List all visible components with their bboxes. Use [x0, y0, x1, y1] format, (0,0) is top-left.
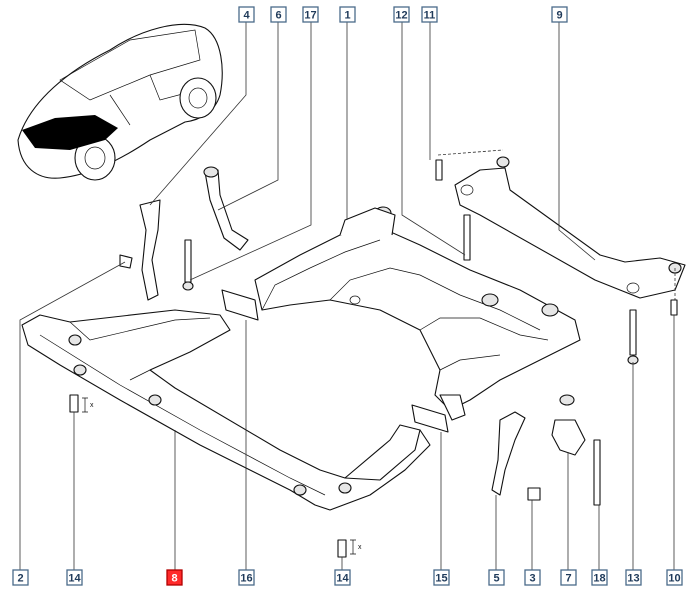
callout-number: 1: [344, 10, 350, 22]
leader-lines: [19, 22, 675, 570]
callout-number: 16: [240, 573, 252, 585]
callout-4[interactable]: 4: [238, 6, 255, 23]
callout-1[interactable]: 1: [339, 6, 356, 23]
callout-17[interactable]: 17: [302, 6, 319, 23]
callout-number: 2: [17, 573, 23, 585]
callout-box: [270, 6, 287, 23]
callout-box: [302, 6, 319, 23]
callout-number: 5: [493, 573, 499, 585]
callout-box: [551, 6, 568, 23]
callout-9[interactable]: 9: [551, 6, 568, 23]
callout-box: [339, 6, 356, 23]
callout-12[interactable]: 12: [393, 6, 410, 23]
callout-number: 6: [275, 10, 281, 22]
callout-16[interactable]: 16: [238, 569, 255, 586]
callout-box: [524, 569, 541, 586]
dimension-x-center: x: [358, 544, 362, 551]
callout-box: [421, 6, 438, 23]
callout-number: 18: [593, 573, 605, 585]
lower-crossmember-part: [21, 309, 431, 511]
callout-number: 14: [336, 573, 349, 585]
callout-number: 11: [424, 10, 436, 22]
callout-box: [66, 569, 83, 586]
dimension-marks: x x: [82, 397, 362, 555]
callout-box: [625, 569, 642, 586]
callout-number: 17: [304, 10, 316, 22]
callout-layer: 4 6 17 1 12 11 9 2 14 8 16 14 15 5 3 7 18 13 10: [12, 6, 683, 586]
callout-8[interactable]: 8: [166, 569, 183, 586]
callout-5[interactable]: 5: [488, 569, 505, 586]
callout-number: 3: [529, 573, 535, 585]
callout-14[interactable]: 14: [66, 569, 83, 586]
callout-number: 15: [435, 573, 447, 585]
callout-2[interactable]: 2: [12, 569, 29, 586]
callout-11[interactable]: 11: [421, 6, 438, 23]
callout-6[interactable]: 6: [270, 6, 287, 23]
callout-box: [238, 569, 255, 586]
callout-box: [666, 569, 683, 586]
callout-15[interactable]: 15: [433, 569, 450, 586]
callout-box: [433, 569, 450, 586]
callout-number: 9: [556, 10, 562, 22]
subframe-main-part: [254, 206, 581, 421]
callout-box: [334, 569, 351, 586]
callout-number: 12: [395, 10, 407, 22]
callout-10[interactable]: 10: [666, 569, 683, 586]
callout-number: 4: [243, 10, 250, 22]
callout-box: [488, 569, 505, 586]
callout-box: [166, 569, 183, 586]
callout-box: [12, 569, 29, 586]
small-parts: [69, 159, 678, 558]
rear-crossbar-part: [437, 149, 686, 300]
callout-number: 14: [68, 573, 81, 585]
callout-number: 8: [171, 573, 177, 585]
callout-box: [591, 569, 608, 586]
callout-13[interactable]: 13: [625, 569, 642, 586]
callout-number: 13: [627, 573, 639, 585]
callout-box: [560, 569, 577, 586]
callout-14[interactable]: 14: [334, 569, 351, 586]
callout-box: [393, 6, 410, 23]
callout-box: [238, 6, 255, 23]
callout-7[interactable]: 7: [560, 569, 577, 586]
callout-3[interactable]: 3: [524, 569, 541, 586]
callout-18[interactable]: 18: [591, 569, 608, 586]
vehicle-thumbnail: [17, 23, 223, 181]
dimension-x-left: x: [90, 402, 94, 409]
callout-number: 10: [668, 573, 680, 585]
callout-number: 7: [565, 573, 571, 585]
